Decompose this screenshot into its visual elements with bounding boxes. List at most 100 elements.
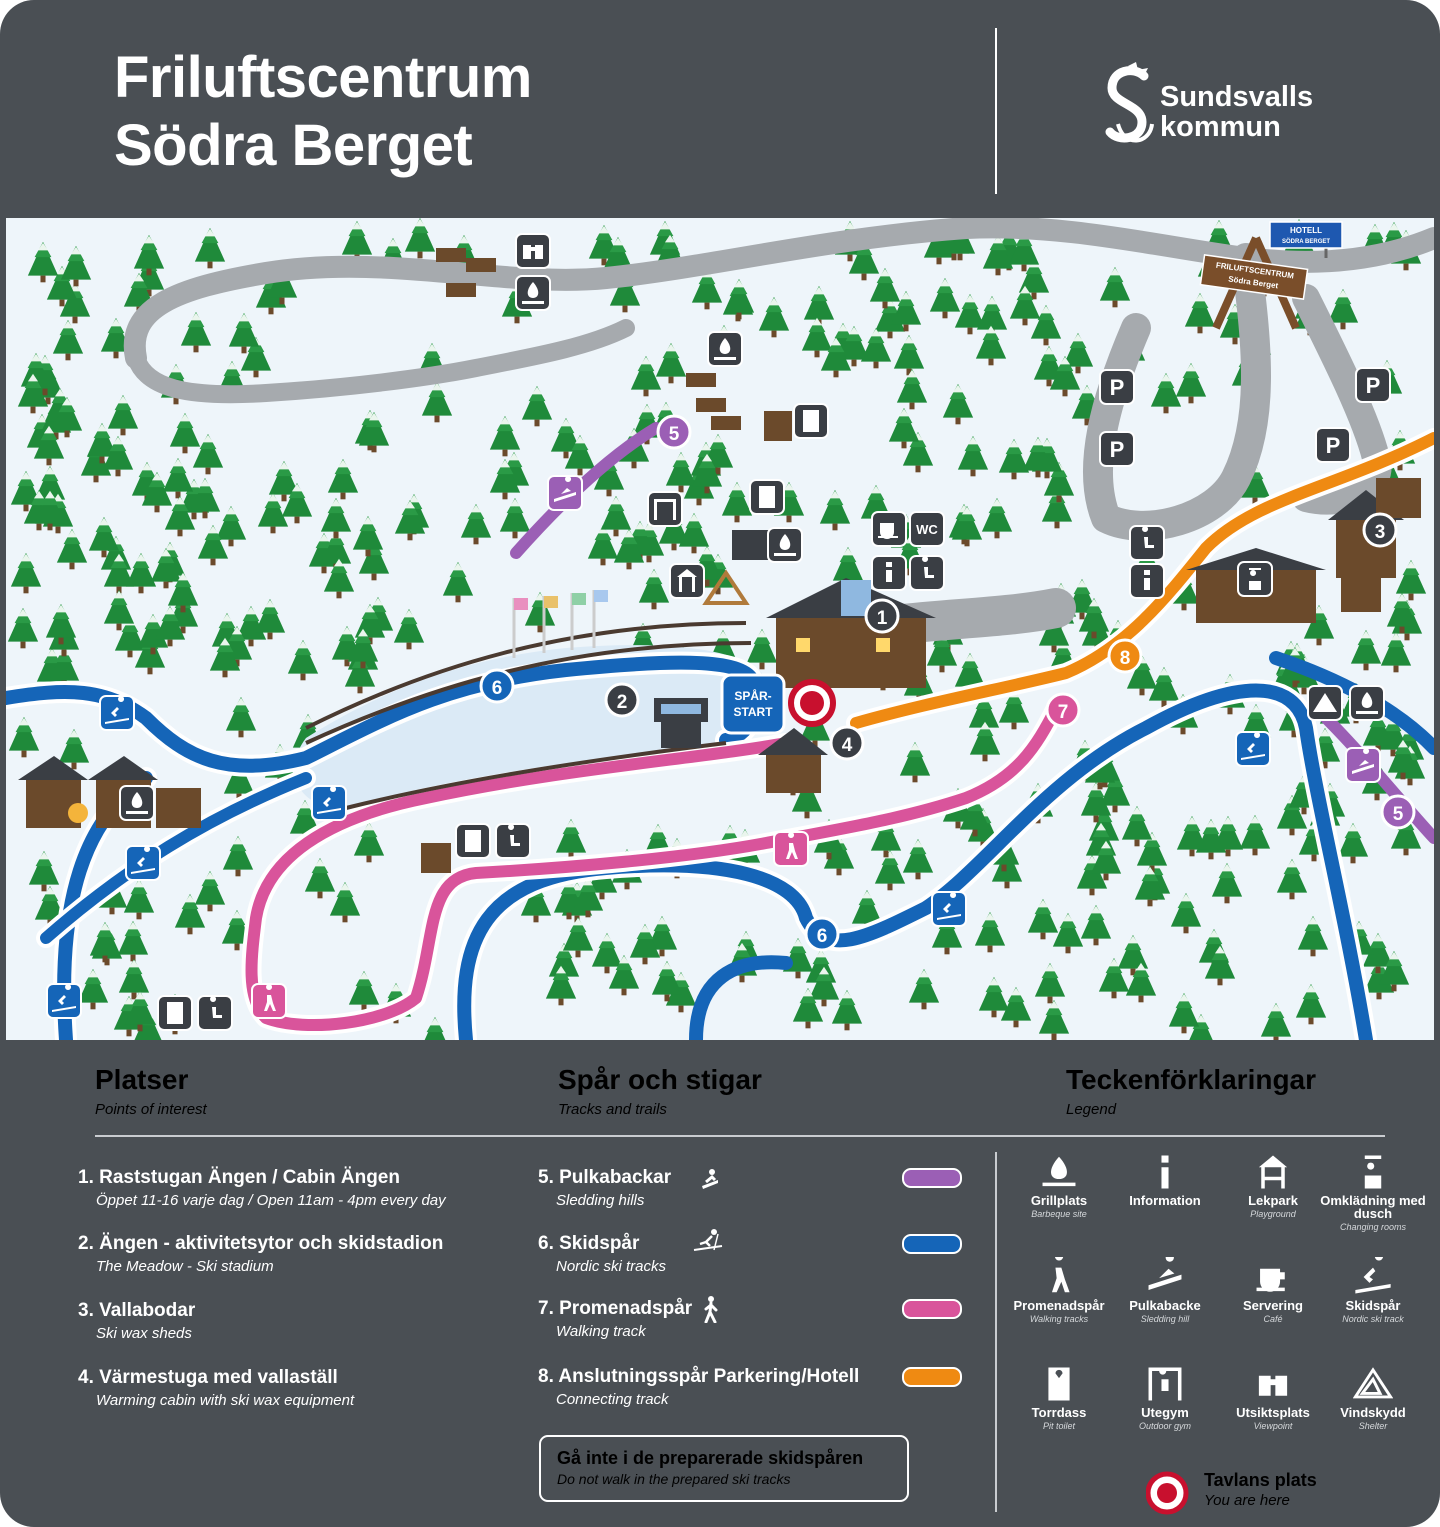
walk-trail-swatch <box>902 1299 962 1319</box>
warning-title: Gå inte i de preparerade skidspåren <box>557 1448 864 1468</box>
parking-icon-label: P <box>1110 437 1125 462</box>
trail-map: FRILUFTSCENTRUM Södra Berget HOTELL SÖDR… <box>6 218 1434 1040</box>
binoculars-icon <box>515 233 551 269</box>
hotel-sign: HOTELL SÖDRA BERGET <box>1269 221 1343 258</box>
header: Friluftscentrum Södra Berget Sundsvalls … <box>0 0 1440 218</box>
place-item-sub: Öppet 11-16 varje dag / Open 11am - 4pm … <box>96 1192 446 1209</box>
legend-symbol-name: Grillplats <box>1030 1193 1088 1208</box>
dragon-s-logo-icon <box>1105 62 1154 143</box>
municipality-logo: Sundsvalls kommun <box>1104 62 1344 152</box>
fire-icon <box>1349 685 1385 721</box>
header-divider <box>995 28 997 194</box>
legend-symbol-name: Omklädning med dusch <box>1320 1193 1426 1221</box>
legend-symbol-english: Viewpoint <box>1253 1421 1293 1431</box>
sledding-icon <box>547 475 583 511</box>
road-parking <box>1082 243 1271 541</box>
legend-symbol-english: Playground <box>1250 1209 1296 1219</box>
place-marker-3-label: 3 <box>1375 522 1386 543</box>
playground-icon <box>1218 1150 1328 1194</box>
trail-item-sub: Nordic ski tracks <box>556 1258 667 1275</box>
trail-marker-8-label: 8 <box>1120 648 1131 669</box>
info-icon <box>1129 563 1165 599</box>
cup-icon <box>1218 1255 1328 1299</box>
walking-icon <box>704 1296 718 1323</box>
stadium-tower <box>654 698 708 748</box>
shower-icon <box>1318 1150 1428 1194</box>
place-marker-4 <box>829 725 865 761</box>
legend-symbol-name: Servering <box>1243 1298 1303 1313</box>
title-line-2: Södra Berget <box>114 113 473 178</box>
trail-marker-6-label: 6 <box>492 678 503 699</box>
legend-column-divider <box>995 1152 997 1512</box>
toilet-icon <box>793 403 829 439</box>
road-parking-east <box>1292 284 1392 515</box>
wc-icon-label: WC <box>916 522 938 537</box>
skiing-icon <box>311 785 347 821</box>
place-item-title: 1. Raststugan Ängen / Cabin Ängen <box>78 1167 400 1188</box>
warning-sub: Do not walk in the prepared ski tracks <box>557 1471 791 1487</box>
place-marker-3 <box>1362 512 1398 548</box>
you-are-here-marker <box>788 679 836 727</box>
page-title: Friluftscentrum Södra Berget <box>114 44 532 180</box>
trail-item-sub: Connecting track <box>556 1391 669 1408</box>
cup-icon <box>871 511 907 547</box>
start-badge-line-2: START <box>733 705 773 719</box>
pit-toilet-sheds <box>421 411 792 873</box>
trail-marker-5 <box>656 414 692 450</box>
trail-marker-8 <box>1107 638 1143 674</box>
skiing-icon <box>99 695 135 731</box>
legend-divider <box>95 1135 1385 1137</box>
accessible-icon <box>495 823 531 859</box>
trail-marker-5 <box>1380 794 1416 830</box>
legend-symbol-name: Lekpark <box>1248 1193 1298 1208</box>
connect-trail-swatch <box>902 1367 962 1387</box>
toilet-icon <box>749 479 785 515</box>
legend-symbol-info: Information <box>1110 1150 1220 1209</box>
meadow-area <box>294 645 770 810</box>
legend-symbol-english: Pit toilet <box>1042 1421 1075 1431</box>
trail-marker-7-label: 7 <box>1058 702 1069 723</box>
fire-icon <box>707 331 743 367</box>
places-subheading: Points of interest <box>95 1101 207 1118</box>
legend-symbol-name: Promenadspår <box>1013 1298 1105 1313</box>
sled-trail-swatch <box>902 1168 962 1188</box>
legend-symbol-english: Outdoor gym <box>1138 1421 1192 1431</box>
bridge-north <box>305 621 747 730</box>
parking-icon: P <box>1355 367 1391 403</box>
parking-icon: P <box>1099 431 1135 467</box>
fire-icon <box>1004 1150 1114 1194</box>
map-canvas: FRILUFTSCENTRUM Södra Berget HOTELL SÖDR… <box>6 218 1434 1040</box>
you-are-here-sub: You are here <box>1204 1492 1290 1509</box>
bridge-south <box>345 741 727 810</box>
symbols-heading: Teckenförklaringar <box>1066 1064 1317 1095</box>
binoculars-icon <box>1218 1362 1328 1406</box>
place-marker-2 <box>604 682 640 718</box>
playground <box>702 569 750 605</box>
trail-marker-6 <box>479 668 515 704</box>
info-icon <box>1110 1150 1220 1194</box>
legend-symbol-name: Torrdass <box>1031 1405 1087 1420</box>
shelter-icon <box>1318 1362 1428 1406</box>
place-item-sub: Warming cabin with ski wax equipment <box>96 1392 355 1409</box>
sledding-icon <box>702 1169 718 1189</box>
hotel-sign-line-1: HOTELL <box>1290 226 1322 235</box>
trail-item-7: 7. Promenadspår Walking track <box>538 1298 978 1340</box>
trail-start-badge: SPÅR- START <box>720 673 786 735</box>
legend-symbol-name: Utsiktsplats <box>1236 1405 1310 1420</box>
connect-track-8 <box>850 432 1434 729</box>
place-marker-1 <box>864 598 900 634</box>
place-item-title: 2. Ängen - aktivitetsytor och skidstadio… <box>78 1233 444 1254</box>
trail-item-title: 5. Pulkabackar <box>538 1167 672 1188</box>
trail-item-6: 6. Skidspår Nordic ski tracks <box>538 1233 978 1275</box>
legend-symbol-english: Walking tracks <box>1029 1314 1089 1324</box>
